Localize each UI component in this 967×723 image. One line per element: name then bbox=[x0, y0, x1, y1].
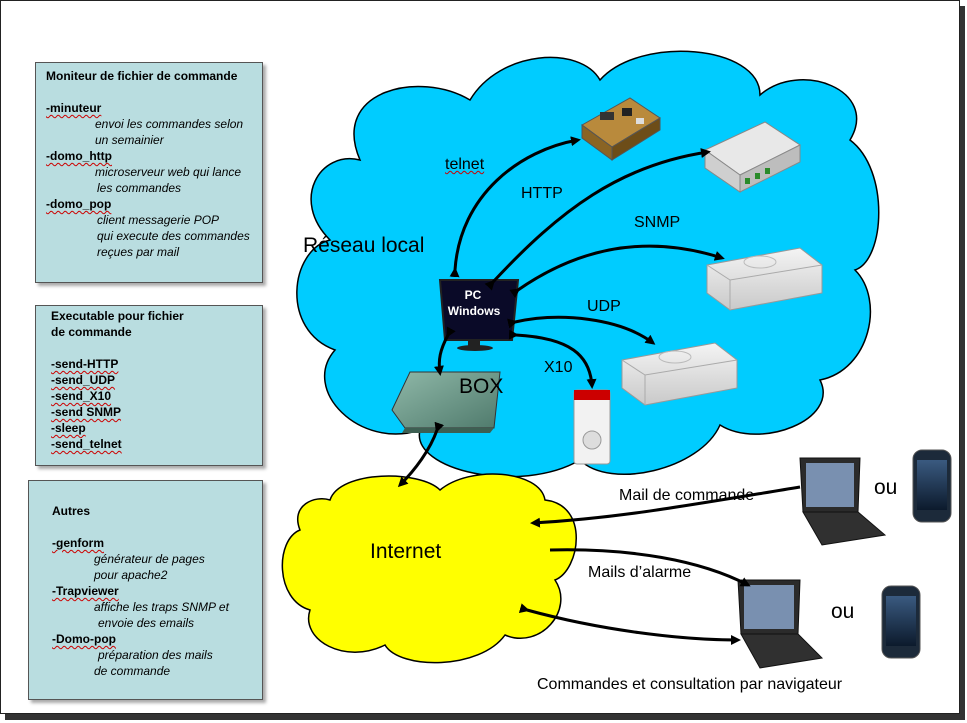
connection-arrows bbox=[397, 136, 801, 645]
laptop-bottom bbox=[737, 579, 824, 669]
cloud-internet bbox=[281, 473, 577, 664]
smartphone-bottom bbox=[881, 585, 921, 659]
exec-item: -send_X10 bbox=[51, 389, 112, 403]
exec-item: -send_telnet bbox=[51, 437, 122, 451]
label-box: BOX bbox=[459, 375, 504, 398]
label-reseau-local: Réseau local bbox=[303, 234, 425, 257]
arrow-box-internet bbox=[397, 421, 445, 488]
item-genform: -genform bbox=[52, 536, 104, 550]
desc-domo-pop-1: client messagerie POP bbox=[97, 213, 220, 227]
desc-domo-pop-2: qui execute des commandes bbox=[97, 229, 250, 243]
label-ou-bottom: ou bbox=[831, 600, 855, 623]
item-minuteur: -minuteur bbox=[46, 101, 102, 115]
desc-genform-2: pour apache2 bbox=[94, 568, 168, 582]
desc-minuteur-1: envoi les commandes selon bbox=[95, 117, 244, 131]
label-telnet: telnet bbox=[445, 156, 485, 173]
panel-autres: Autres -genform générateur de pages pour… bbox=[28, 480, 263, 700]
panel-moniteur-title: Moniteur de fichier de commande bbox=[46, 69, 238, 83]
x10-plug-device bbox=[573, 389, 611, 465]
desc-domo-pop-3: reçues par mail bbox=[97, 245, 180, 259]
arrow-mails-alarme bbox=[549, 548, 751, 587]
label-pc: PC bbox=[464, 288, 482, 302]
panel-executable-title-2: de commande bbox=[51, 325, 132, 339]
label-http: HTTP bbox=[521, 185, 563, 202]
label-mails-alarme: Mails d’alarme bbox=[588, 564, 692, 581]
arrow-pc-box bbox=[433, 326, 456, 376]
item-domo-pop-autres: -Domo-pop bbox=[52, 632, 116, 646]
arrow-x10 bbox=[508, 329, 597, 389]
desc-domo-http-2: les commandes bbox=[97, 181, 182, 195]
arrow-mail-commande bbox=[530, 485, 801, 528]
label-snmp: SNMP bbox=[634, 214, 681, 231]
desc-minuteur-2: un semainier bbox=[95, 133, 164, 147]
arrow-snmp bbox=[509, 244, 725, 299]
arrow-navigateur bbox=[518, 603, 741, 645]
label-navigateur: Commandes et consultation par navigateur bbox=[537, 676, 843, 693]
panel-executable: Executable pour fichier de commande -sen… bbox=[35, 305, 263, 466]
panel-autres-title: Autres bbox=[52, 504, 91, 518]
smartphone-top bbox=[912, 449, 952, 523]
desc-trapviewer-2: envoie des emails bbox=[98, 616, 195, 630]
label-x10: X10 bbox=[544, 359, 573, 376]
label-windows: Windows bbox=[447, 304, 501, 318]
exec-item: -send SNMP bbox=[51, 405, 122, 419]
item-domo-http: -domo_http bbox=[46, 149, 112, 163]
panel-executable-title-1: Executable pour fichier bbox=[51, 309, 184, 323]
desc-genform-1: générateur de pages bbox=[94, 552, 205, 566]
ip-relay-module-device bbox=[704, 121, 802, 193]
item-domo-pop: -domo_pop bbox=[46, 197, 112, 211]
udp-device bbox=[621, 342, 738, 406]
label-ou-top: ou bbox=[874, 476, 898, 499]
desc-domopop-1: préparation des mails bbox=[98, 648, 213, 662]
exec-item: -send-HTTP bbox=[51, 357, 119, 371]
desc-domopop-2: de commande bbox=[94, 664, 171, 678]
exec-item: -sleep bbox=[51, 421, 86, 435]
label-internet: Internet bbox=[370, 540, 442, 563]
label-udp: UDP bbox=[587, 298, 621, 315]
label-mail-commande: Mail de commande bbox=[619, 487, 755, 504]
item-trapviewer: -Trapviewer bbox=[52, 584, 119, 598]
exec-item: -send_UDP bbox=[51, 373, 116, 387]
panel-moniteur: Moniteur de fichier de commande -minuteu… bbox=[35, 62, 263, 283]
desc-trapviewer-1: affiche les traps SNMP et bbox=[94, 600, 229, 614]
desc-domo-http-1: microserveur web qui lance bbox=[95, 165, 242, 179]
laptop-top bbox=[799, 457, 887, 546]
arrow-udp bbox=[507, 315, 656, 345]
